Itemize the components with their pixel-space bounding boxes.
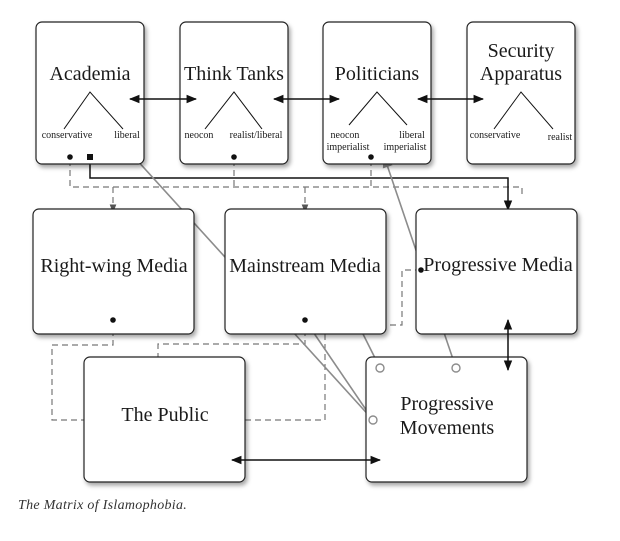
politicians-left-label-2: imperialist: [327, 142, 370, 153]
box-progressive-media: Progressive Media: [415, 208, 578, 335]
mainstream-media-title: Mainstream Media: [229, 255, 381, 277]
think-tanks-title: Think Tanks: [184, 63, 284, 85]
politicians-title: Politicians: [335, 63, 420, 85]
dot-politicians: [368, 154, 374, 160]
dot-think-tanks: [231, 154, 237, 160]
square-academia-conservative: [87, 154, 93, 160]
dot-academia-conservative: [67, 154, 73, 160]
security-right-label: realist: [548, 132, 573, 143]
hollow-movements-1: [375, 363, 385, 373]
dashed-bus-top: [69, 160, 523, 198]
academia-title: Academia: [49, 63, 130, 85]
security-title-line1: Security: [488, 40, 555, 62]
foreground-connectors: [67, 94, 513, 465]
academia-right-label: liberal: [114, 130, 140, 141]
box-the-public: The Public: [83, 356, 246, 483]
progressive-media-title: Progressive Media: [423, 254, 573, 276]
public-title: The Public: [121, 404, 208, 426]
box-progressive-movements: Progressive Movements: [365, 356, 528, 483]
box-politicians: Politicians neocon imperialist liberal i…: [322, 21, 432, 165]
box-think-tanks: Think Tanks neocon realist/liberal: [179, 21, 289, 165]
politicians-right-label-1: liberal: [399, 130, 425, 141]
figure-caption: The Matrix of Islamophobia.: [18, 498, 188, 513]
box-mainstream-media: Mainstream Media: [224, 208, 387, 335]
box-right-wing-media: Right-wing Media: [32, 208, 195, 335]
box-academia: Academia conservative liberal: [35, 21, 145, 165]
think-tanks-left-label: neocon: [185, 130, 214, 141]
security-title-line2: Apparatus: [480, 63, 562, 85]
movements-title-line2: Movements: [400, 417, 495, 439]
politicians-right-label-2: imperialist: [384, 142, 427, 153]
security-left-label: conservative: [470, 130, 521, 141]
academia-left-label: conservative: [42, 130, 93, 141]
movements-title-line1: Progressive: [400, 393, 493, 415]
politicians-left-label-1: neocon: [331, 130, 360, 141]
hollow-movements-2: [451, 363, 461, 373]
dot-progressive-media: [418, 267, 424, 273]
hollow-movements-3: [368, 415, 378, 425]
dot-mainstream-media: [302, 317, 308, 323]
solid-academia-to-progressive-media: [89, 161, 513, 212]
right-wing-media-title: Right-wing Media: [40, 255, 187, 277]
dashed-right-wing-to-public: [51, 320, 114, 424]
box-security-apparatus: Security Apparatus conservative realist: [466, 21, 576, 165]
dot-right-wing-media: [110, 317, 116, 323]
gray-mainstream-to-movements: [304, 319, 374, 421]
think-tanks-right-label: realist/liberal: [230, 130, 283, 141]
